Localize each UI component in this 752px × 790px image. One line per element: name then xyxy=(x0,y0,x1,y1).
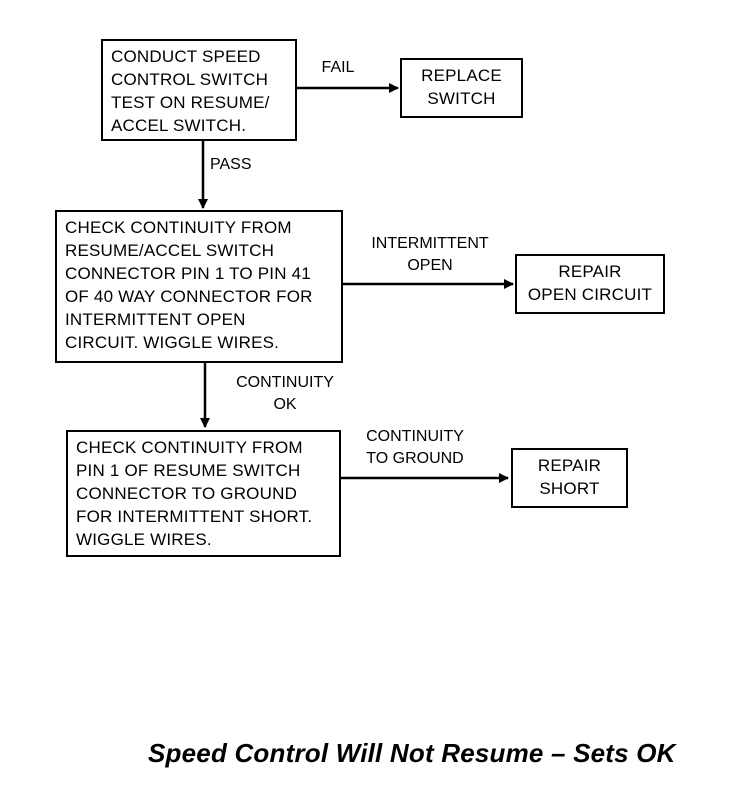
repair-short-box: REPAIR SHORT xyxy=(511,448,628,508)
figure-caption: Speed Control Will Not Resume – Sets OK xyxy=(148,738,676,768)
check-open-box: CHECK CONTINUITY FROM RESUME/ACCEL SWITC… xyxy=(55,210,343,363)
edge-label-fail: FAIL xyxy=(321,59,355,76)
check-short-box: CHECK CONTINUITY FROM PIN 1 OF RESUME SW… xyxy=(66,430,341,557)
edge-label-continuity-ok: CONTINUITY OK xyxy=(236,374,334,413)
edge-label-pass: PASS xyxy=(210,156,252,173)
speed-switch-test-box: CONDUCT SPEED CONTROL SWITCH TEST ON RES… xyxy=(101,39,297,141)
repair-open-circuit-box: REPAIR OPEN CIRCUIT xyxy=(515,254,665,314)
edge-label-continuity-to-ground: CONTINUITY TO GROUND xyxy=(366,428,464,467)
edge-label-intermittent-open: INTERMITTENT OPEN xyxy=(371,235,489,274)
replace-switch-box: REPLACE SWITCH xyxy=(400,58,523,118)
